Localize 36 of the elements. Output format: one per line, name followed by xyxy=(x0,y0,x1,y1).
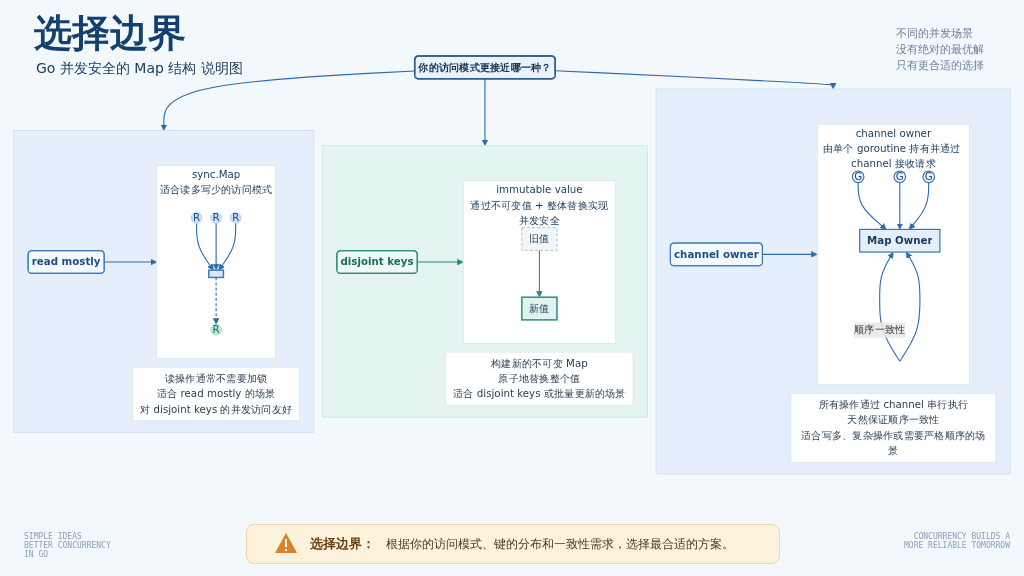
node-circle: R xyxy=(190,212,203,224)
subtitle: Go 并发安全的 Map 结构 说明图 xyxy=(36,60,243,78)
arrow xyxy=(481,78,489,146)
corner-text: CONCURRENCY BUILDS A MORE RELIABLE TOMORROW xyxy=(903,532,1010,550)
arrow xyxy=(857,182,887,230)
cluster xyxy=(322,145,648,418)
node-box xyxy=(208,269,225,279)
node-box: Map Owner xyxy=(859,228,941,253)
node-box: 读操作通常不需要加锁 适合 read mostly 的场景 对 disjoint keys 的并发访问友好 xyxy=(132,366,300,422)
cluster xyxy=(13,130,315,433)
edge-label: 顺序一致性 xyxy=(854,323,906,336)
node-box: 构建新的不可变 Map 原子地替换整个值 适合 disjoint keys 或批量更新的场景 xyxy=(445,351,634,406)
arrow xyxy=(212,222,220,271)
arrow xyxy=(908,182,930,230)
node-box: 旧值 xyxy=(521,227,558,251)
corner-text: SIMPLE IDEAS BETTER CONCURRENCY IN GO xyxy=(24,532,112,559)
node-circle: G xyxy=(851,170,865,184)
node-circle: R xyxy=(229,212,242,224)
note-text: 没有绝对的最优解 xyxy=(896,42,984,57)
node-box: 所有操作通过 channel 串行执行 天然保证顺序一致性 适合写多、复杂操作或需要严格顺序的场景 xyxy=(790,393,997,463)
title: 选择边界 xyxy=(34,10,186,57)
node-circle: R xyxy=(210,323,222,336)
note-text: 不同的并发场景 xyxy=(896,26,973,41)
arrow xyxy=(896,182,904,230)
note-text: 根据你的访问模式、键的分布和一致性需求，选择最合适的方案。 xyxy=(386,536,734,553)
arrow xyxy=(196,222,214,271)
arrow xyxy=(218,222,237,271)
arrow xyxy=(536,249,543,298)
node-box: 新值 xyxy=(521,296,558,321)
node-circle: R xyxy=(210,212,222,224)
note-text: 只有更合适的选择 xyxy=(896,58,984,73)
node-circle: G xyxy=(922,170,936,184)
arrow xyxy=(212,276,220,325)
node-circle: G xyxy=(893,170,907,184)
note-heading: 选择边界： xyxy=(310,535,375,553)
cluster xyxy=(655,88,1011,475)
